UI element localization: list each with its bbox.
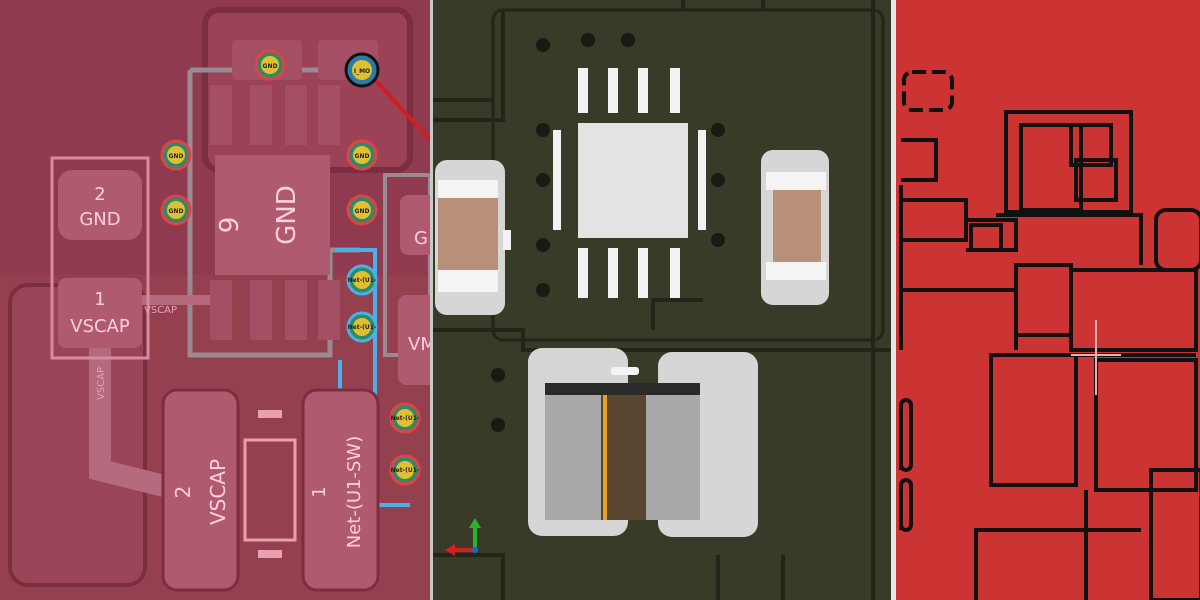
svg-text:Net-(U1-SW): Net-(U1-SW) [344, 436, 365, 548]
via-i-mo[interactable]: I_MO [344, 52, 380, 88]
pcb-layout-view[interactable]: 2 GND 1 VSCAP 9 GND [0, 0, 430, 600]
svg-text:Net-(U1-: Net-(U1- [348, 324, 377, 331]
qfn-ic-3d[interactable] [553, 68, 706, 298]
via-net-2[interactable]: Net-(U1- [346, 311, 378, 343]
inductor-3d[interactable] [528, 348, 758, 537]
via-net-1[interactable]: Net-(U1- [346, 264, 378, 296]
connector-pad-1[interactable]: 1 VSCAP [58, 278, 142, 348]
pane-divider[interactable] [430, 0, 433, 600]
partial-pad-vm[interactable]: VM [398, 295, 430, 385]
capacitor-right-3d[interactable] [761, 150, 829, 305]
via-gnd-5[interactable]: GND [346, 194, 378, 226]
svg-text:GND: GND [263, 63, 278, 70]
diode-silk [243, 438, 297, 542]
3d-viewer[interactable] [433, 0, 891, 600]
via-gnd-4[interactable]: GND [346, 139, 378, 171]
ic-pad-9-label: 9 GND [215, 185, 302, 245]
via-net-3[interactable]: Net-(U1- [389, 402, 421, 434]
track-label-vscap-h: VSCAP [144, 305, 177, 316]
capacitor-left-3d[interactable] [435, 160, 511, 315]
pane-divider[interactable] [891, 0, 896, 600]
connector-outline [50, 156, 150, 360]
via-gnd-3[interactable]: GND [160, 194, 192, 226]
axis-gizmo [445, 518, 481, 556]
svg-text:I_MO: I_MO [354, 68, 370, 75]
connector-pad-2[interactable]: 2 GND [58, 170, 142, 240]
svg-text:VM: VM [408, 334, 430, 355]
svg-text:Net-(U1-: Net-(U1- [348, 277, 377, 284]
svg-text:GND: GND [355, 208, 370, 215]
via-net-4[interactable]: Net-(U1- [389, 454, 421, 486]
svg-text:Net-(U1-: Net-(U1- [391, 467, 420, 474]
svg-text:2: 2 [94, 184, 105, 205]
inductor-pad-2[interactable]: 2 VSCAP [161, 388, 240, 592]
svg-text:9: 9 [215, 217, 245, 234]
via-gnd-1[interactable]: GND [254, 49, 286, 81]
inductor-pad-1[interactable]: 1 Net-(U1-SW) [301, 388, 380, 592]
gerber-canvas[interactable] [896, 0, 1200, 600]
svg-text:GND: GND [79, 209, 120, 230]
svg-text:VSCAP: VSCAP [206, 459, 230, 525]
layout-canvas[interactable]: 2 GND 1 VSCAP 9 GND [0, 0, 430, 600]
svg-text:GND: GND [169, 153, 184, 160]
svg-text:G: G [414, 228, 428, 249]
svg-text:GND: GND [169, 208, 184, 215]
gerber-view[interactable] [896, 0, 1200, 600]
track-label-vscap-v: VSCAP [96, 367, 107, 400]
svg-text:1: 1 [309, 486, 330, 497]
via-gnd-2[interactable]: GND [160, 139, 192, 171]
ic-thermal-pad[interactable] [215, 155, 330, 275]
svg-text:Net-(U1-: Net-(U1- [391, 415, 420, 422]
3d-canvas[interactable] [433, 0, 891, 600]
svg-text:1: 1 [94, 289, 105, 310]
svg-text:GND: GND [272, 185, 302, 245]
partial-pad-g[interactable]: G [400, 195, 430, 255]
svg-text:GND: GND [355, 153, 370, 160]
svg-text:VSCAP: VSCAP [70, 316, 130, 337]
svg-text:2: 2 [171, 486, 195, 499]
